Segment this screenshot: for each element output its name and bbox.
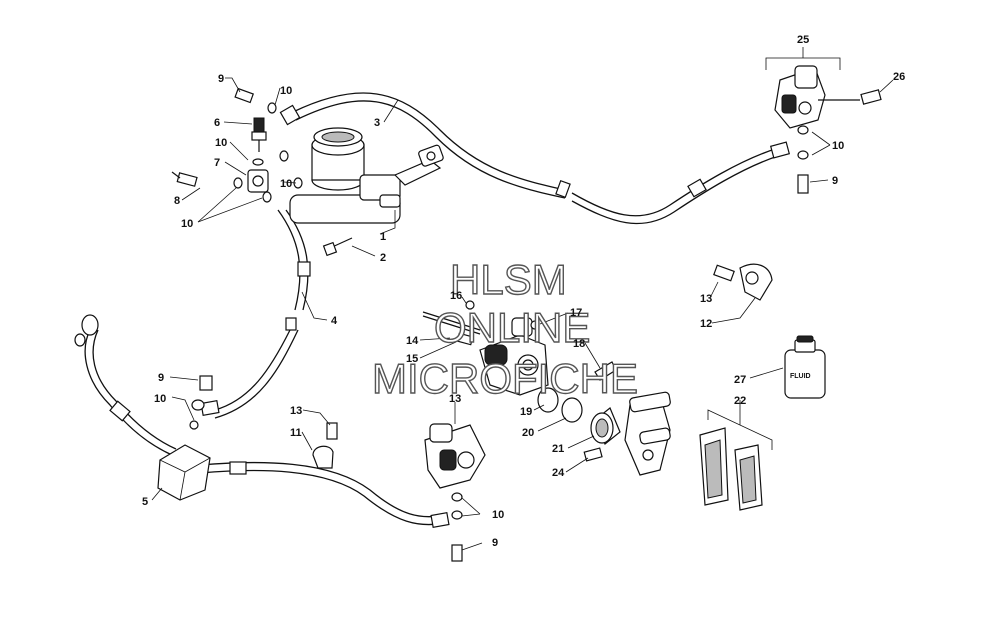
callout-26: 26 xyxy=(893,71,905,83)
bolt-2 xyxy=(322,237,353,257)
callout-19: 18 xyxy=(573,338,585,350)
pin-15 xyxy=(422,311,481,335)
callout-21: 20 xyxy=(522,427,534,439)
callout-1: 1 xyxy=(380,231,386,243)
callout-12: 12 xyxy=(700,318,712,330)
brake-hose-3 xyxy=(292,92,779,225)
callout-22: 21 xyxy=(552,443,564,455)
callout-16: 15 xyxy=(406,353,418,365)
caliper-14 xyxy=(424,423,486,489)
callout-25: 25 xyxy=(797,34,809,46)
callout-10: 10 xyxy=(154,393,166,405)
callout-13: 13 xyxy=(290,405,302,417)
callout-23: 22 xyxy=(734,395,746,407)
callout-11: 11 xyxy=(290,427,302,439)
bleeder-9-right xyxy=(797,125,809,194)
watermark-line-1: HLSM xyxy=(450,256,567,303)
callout-10: 10 xyxy=(832,140,844,152)
callout-10: 10 xyxy=(280,85,292,97)
callout-10: 10 xyxy=(492,509,504,521)
bolt-24 xyxy=(583,447,603,462)
callout-8: 8 xyxy=(174,195,180,207)
callout-9: 9 xyxy=(218,73,224,85)
banjo-bolt-9-top xyxy=(234,87,254,104)
watermark-line-3: MICROFICHE xyxy=(372,355,638,402)
brake-pads-23 xyxy=(699,427,763,511)
bolt-13-left xyxy=(326,422,338,440)
caliper-bracket xyxy=(624,391,671,476)
callout-6: 6 xyxy=(214,117,220,129)
callout-9: 9 xyxy=(158,372,164,384)
callout-15: 14 xyxy=(406,335,419,347)
callout-10: 10 xyxy=(215,137,227,149)
callout-4: 4 xyxy=(331,315,338,327)
piston-22 xyxy=(590,407,621,445)
callout-9: 9 xyxy=(832,175,838,187)
callout-2: 2 xyxy=(380,252,386,264)
callout-27: 27 xyxy=(734,374,746,386)
brake-hose-left xyxy=(84,329,177,456)
bolt-13-right xyxy=(713,264,735,282)
banjo-bolt-8 xyxy=(171,171,198,187)
washers-10 xyxy=(233,102,303,203)
pressure-switch-6 xyxy=(251,117,267,152)
callout-20: 19 xyxy=(520,406,532,418)
callout-14: 13 xyxy=(449,393,461,405)
callout-3: 3 xyxy=(374,117,380,129)
banjo-bolt-9-left xyxy=(189,375,213,430)
bolt-26 xyxy=(860,89,882,105)
callout-17: 16 xyxy=(450,290,462,302)
callout-18: 17 xyxy=(570,307,582,319)
brake-hose-lower xyxy=(199,461,446,526)
bleeder-9-lower xyxy=(451,492,463,562)
caliper-bracket-assembly xyxy=(479,317,549,396)
seal-20 xyxy=(537,387,559,413)
hose-fittings xyxy=(74,104,791,528)
leader-lines xyxy=(151,47,894,551)
callout-labels: 9 10 6 10 7 10 8 10 3 1 2 4 25 26 10 9 1… xyxy=(142,34,905,549)
banjo-fitting-7 xyxy=(247,169,269,193)
callout-5: 5 xyxy=(142,496,148,508)
washer-17-18 xyxy=(465,300,540,330)
brake-fluid-bottle-27: FLUID xyxy=(784,335,826,399)
seal-21 xyxy=(561,397,583,423)
watermark: HLSM ONLINE MICROFICHE xyxy=(371,255,638,402)
callout-9: 9 xyxy=(492,537,498,549)
master-cylinder xyxy=(289,127,444,224)
watermark-line-2: ONLINE xyxy=(434,304,590,351)
caliper-25 xyxy=(774,65,860,129)
callout-7: 7 xyxy=(214,157,220,169)
bolt-16 xyxy=(456,332,474,346)
callout-10: 10 xyxy=(280,178,292,190)
clip-19 xyxy=(594,361,617,381)
callout-10: 10 xyxy=(181,218,193,230)
bottle-label: FLUID xyxy=(790,373,811,380)
clip-11 xyxy=(312,445,334,469)
callout-24: 24 xyxy=(552,467,565,479)
junction-block-5 xyxy=(157,444,211,501)
clamp-12 xyxy=(739,263,773,301)
brake-hose-4 xyxy=(214,209,309,419)
callout-13: 13 xyxy=(700,293,712,305)
